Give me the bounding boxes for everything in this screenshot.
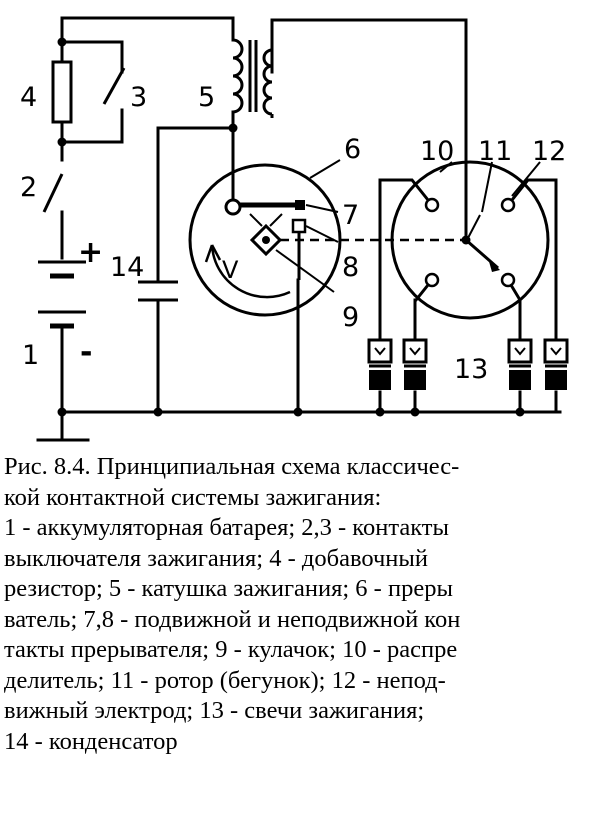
- junction-dot: [57, 407, 67, 417]
- fixed-contact-8: [291, 218, 307, 234]
- label-5: 5: [198, 82, 215, 113]
- spark-plug: [402, 338, 428, 390]
- caption-line: 1 - аккумуляторная батарея; 2,3 - контак…: [4, 514, 449, 541]
- label-3: 3: [130, 82, 147, 113]
- spark-plug: [367, 338, 393, 390]
- label-plus: +: [78, 235, 103, 270]
- label-1: 1: [22, 340, 39, 371]
- caption-line: такты прерывателя; 9 - кулачок; 10 - рас…: [4, 636, 458, 663]
- spark-plugs-13: [367, 338, 569, 390]
- label-2: 2: [20, 172, 37, 203]
- label-7: 7: [342, 200, 359, 231]
- label-12: 12: [532, 136, 566, 167]
- junction-dot: [228, 123, 238, 133]
- junction-dot: [515, 407, 525, 417]
- breaker-pivot: [224, 198, 242, 216]
- battery-1: [38, 260, 86, 329]
- label-13: 13: [454, 354, 488, 385]
- caption-line: выключателя зажигания; 4 - добавочный: [4, 544, 428, 572]
- resistor-4: [51, 60, 73, 124]
- moving-contact-7: [295, 200, 305, 210]
- figure-caption: Рис. 8.4. Принципиальная схема классичес…: [4, 452, 604, 822]
- junction-dot: [57, 137, 67, 147]
- capacitor-14: [138, 280, 178, 302]
- label-9: 9: [342, 302, 359, 333]
- wire-plug-lead-3: [505, 178, 558, 414]
- distributor-10: [390, 160, 550, 320]
- ignition-circuit-diagram: 1 - + 2 3 4 5 6 7 8 9 10 11 12 13 14 V: [20, 16, 569, 442]
- caption-line: Рис. 8.4. Принципиальная схема классичес…: [4, 453, 460, 480]
- label-11: 11: [478, 136, 512, 167]
- label-14: 14: [110, 252, 144, 283]
- wire-coil-secondary: [270, 18, 468, 242]
- junction-dot: [153, 407, 163, 417]
- label-8: 8: [342, 252, 359, 283]
- label-minus: -: [80, 335, 92, 370]
- label-v: V: [222, 256, 239, 284]
- rotation-arrow: [210, 244, 291, 299]
- wire-top: [60, 16, 235, 42]
- label-4: 4: [20, 82, 37, 113]
- label-6: 6: [344, 134, 361, 165]
- junction-dot: [410, 407, 420, 417]
- junction-dot: [57, 37, 67, 47]
- spark-plug: [543, 338, 569, 390]
- junction-dot: [375, 407, 385, 417]
- caption-line: ватель; 7,8 - подвижной и неподвижной ко…: [4, 605, 461, 633]
- switch-3-contact: [102, 67, 126, 105]
- switch-2-contact: [42, 173, 64, 213]
- caption-line: резистор; 5 - катушка зажигания; 6 - пре…: [4, 575, 453, 602]
- ignition-coil-5: [232, 38, 274, 118]
- label-10: 10: [420, 136, 454, 167]
- caption-line: вижный электрод; 13 - свечи зажигания;: [4, 697, 425, 724]
- caption-line: делитель; 11 - ротор (бегунок); 12 - неп…: [4, 666, 446, 694]
- junction-dot: [293, 407, 303, 417]
- caption-line: 14 - конденсатор: [4, 727, 178, 755]
- caption-line: кой контактной системы зажигания:: [4, 483, 382, 511]
- spark-plug: [507, 338, 533, 390]
- wire-switch3-branch: [60, 40, 124, 144]
